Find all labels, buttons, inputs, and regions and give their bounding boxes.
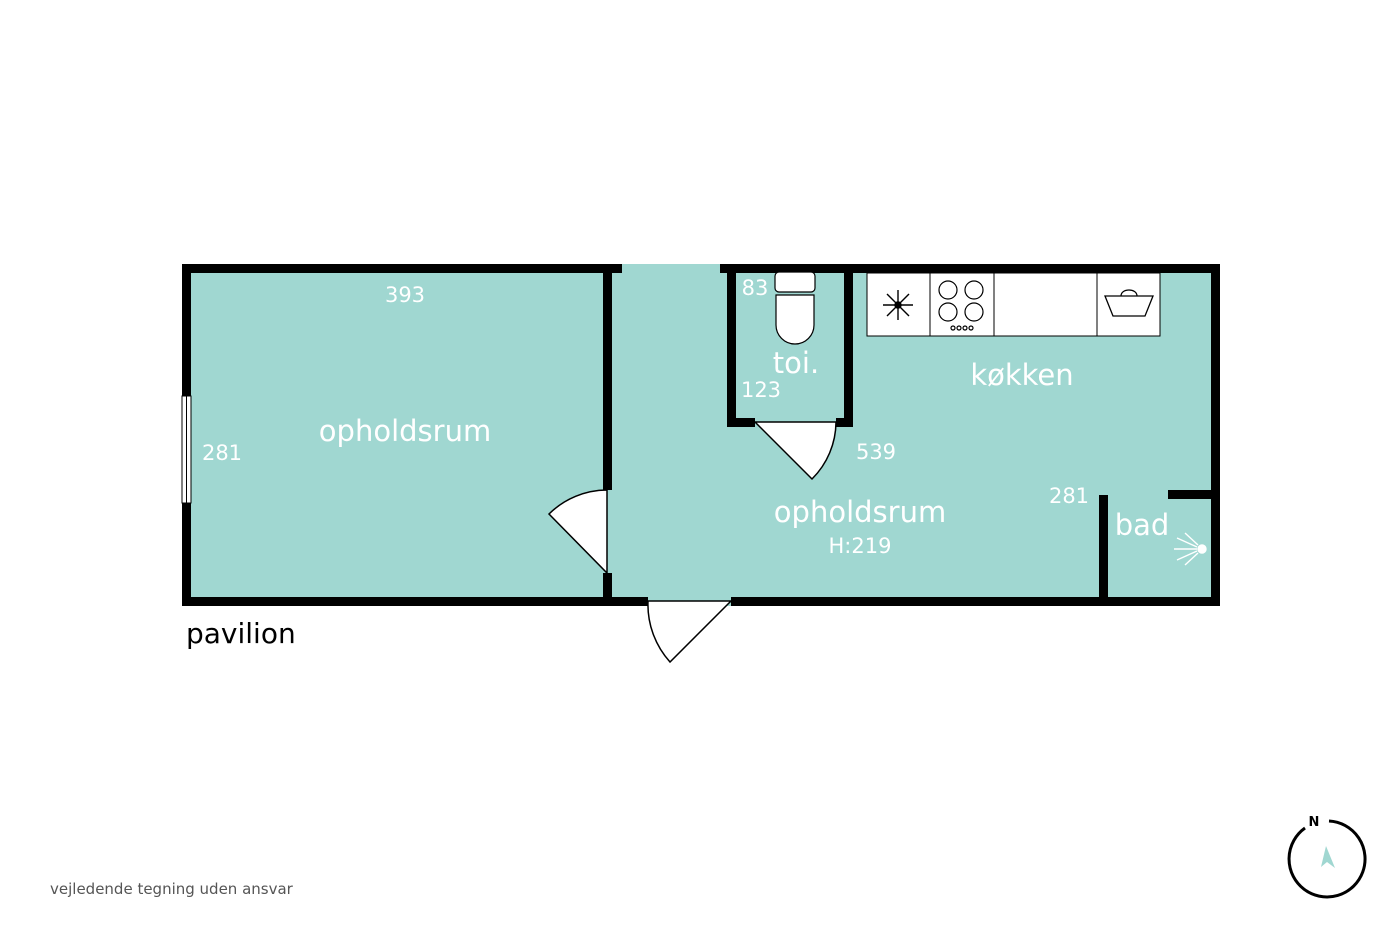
door-toilet [753, 421, 837, 481]
sink-icon [1104, 289, 1154, 317]
room-name-toilet: toi. [773, 346, 819, 380]
dim-toilet-width: 83 [742, 276, 769, 300]
room-name-living-left: opholdsrum [319, 414, 491, 448]
compass-north-label: N [1309, 815, 1320, 830]
plan-title: pavilion [186, 617, 296, 650]
toilet-icon [774, 271, 816, 345]
fridge-icon [883, 290, 913, 320]
room-name-living-right: opholdsrum [774, 495, 946, 529]
dim-living-right-depth: 281 [1049, 484, 1089, 508]
window-left [181, 395, 192, 504]
walls [182, 264, 1220, 606]
dim-living-left-depth: 281 [202, 441, 242, 465]
room-name-bath: bad [1115, 508, 1170, 542]
disclaimer-note: vejledende tegning uden ansvar [50, 880, 294, 898]
stove-icon [938, 280, 984, 331]
door-entrance [647, 600, 733, 664]
room-height-living-right: H:219 [829, 534, 892, 558]
compass-arrow-icon [1321, 846, 1335, 868]
dim-living-left-width: 393 [385, 283, 425, 307]
dim-toilet-depth: 123 [741, 378, 781, 402]
dim-living-right-width: 539 [856, 440, 896, 464]
door-living-left [547, 489, 608, 575]
shower-icon [1174, 532, 1207, 566]
compass: N [1287, 815, 1367, 899]
kitchen-counter [866, 272, 1161, 337]
room-name-kitchen: køkken [970, 358, 1073, 392]
